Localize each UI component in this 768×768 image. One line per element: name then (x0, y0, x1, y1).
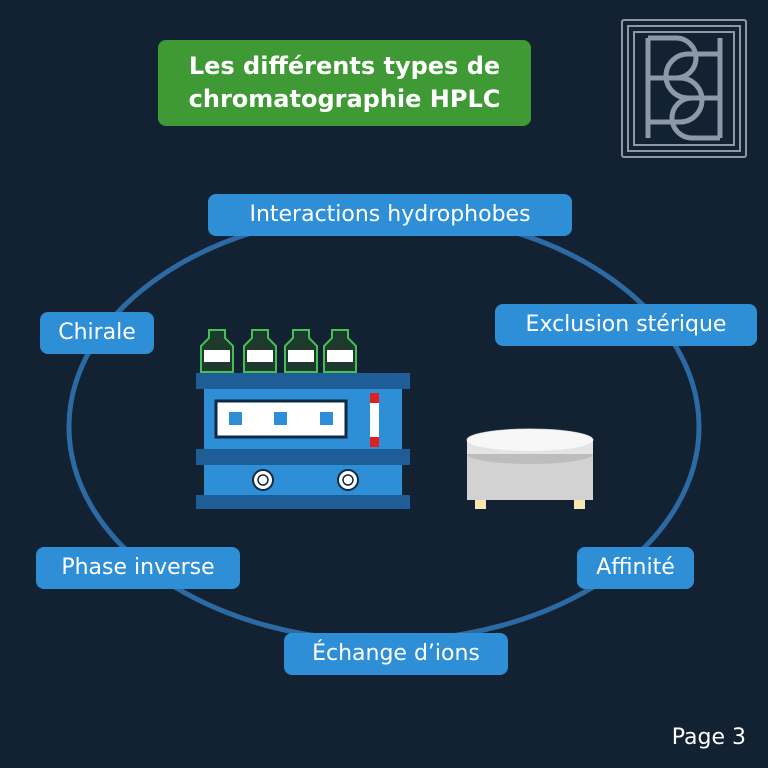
page-title: Les différents types de chromatographie … (158, 40, 531, 126)
hplc-instrument-icon (196, 329, 410, 509)
solvent-bottle-icon (200, 329, 357, 373)
column-heater-icon (466, 428, 594, 509)
title-line-1: Les différents types de (188, 52, 501, 80)
title-line-2: chromatographie HPLC (188, 85, 501, 113)
logo-icon (621, 19, 747, 158)
page-number: Page 3 (671, 725, 746, 750)
label-phase-inverse: Phase inverse (36, 547, 240, 589)
label-interactions-hydrophobes: Interactions hydrophobes (208, 194, 572, 236)
label-affinite: Affinité (577, 547, 694, 589)
label-echange-ions: Échange d’ions (284, 633, 508, 675)
label-exclusion-sterique: Exclusion stérique (495, 304, 757, 346)
label-chirale: Chirale (40, 312, 154, 354)
